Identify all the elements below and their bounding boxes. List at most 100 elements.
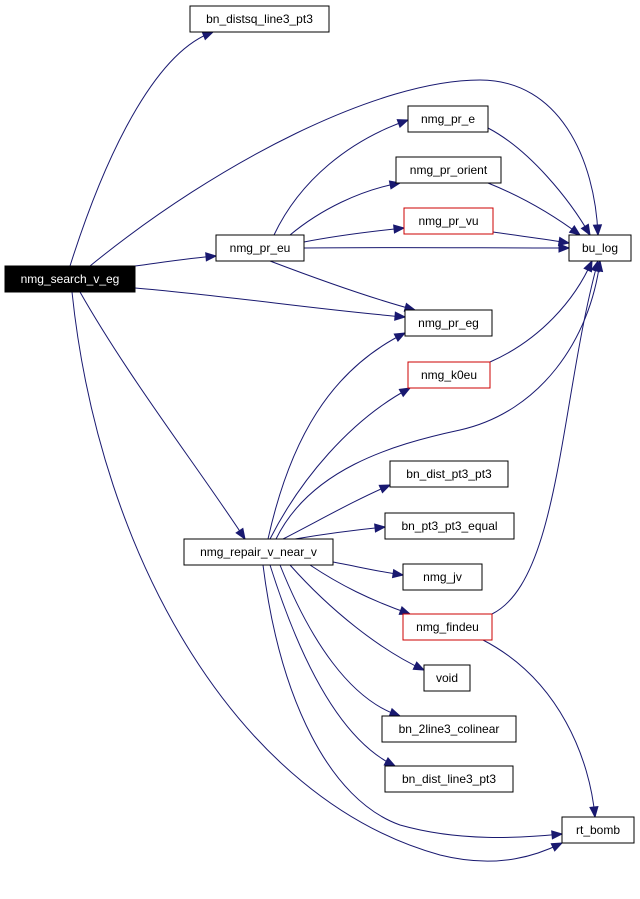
edge-nmg-repair-v-near-v-to-void-line xyxy=(289,564,425,671)
edge-nmg-repair-v-near-v-to-nmg-jv xyxy=(332,561,405,579)
node-bn-pt3-pt3-equal-label: bn_pt3_pt3_equal xyxy=(401,519,497,533)
edge-nmg-pr-eu-to-nmg-pr-vu-arrowhead xyxy=(393,224,406,234)
edge-nmg-repair-v-near-v-to-bu-log xyxy=(275,259,604,540)
node-nmg-pr-eu[interactable]: nmg_pr_eu xyxy=(215,234,305,262)
edge-nmg-repair-v-near-v-to-bn-pt3-pt3-equal xyxy=(294,523,387,540)
edge-nmg-pr-vu-to-bu-log-arrowhead xyxy=(557,236,571,247)
node-nmg-pr-eg-label: nmg_pr_eg xyxy=(418,316,479,330)
node-nmg-k0eu-box xyxy=(407,361,491,389)
edge-nmg-search-v-eg-to-nmg-pr-eg xyxy=(134,287,407,321)
edge-nmg-repair-v-near-v-to-bn-2line3-colinear-arrowhead xyxy=(388,707,402,717)
edge-nmg-search-v-eg-to-nmg-pr-eu-arrowhead xyxy=(205,252,218,262)
node-bn-2line3-colinear[interactable]: bn_2line3_colinear xyxy=(381,715,517,743)
edge-nmg-pr-eu-to-nmg-pr-eg xyxy=(269,260,417,312)
edge-nmg-findeu-to-bu-log xyxy=(491,259,600,615)
node-nmg-pr-vu[interactable]: nmg_pr_vu xyxy=(403,207,494,235)
edge-nmg-repair-v-near-v-to-bn-2line3-colinear xyxy=(279,564,402,717)
edge-nmg-search-v-eg-to-nmg-pr-eg-line xyxy=(134,287,406,318)
node-bn-distsq-line3-pt3-box xyxy=(189,5,330,33)
node-nmg-pr-orient-box xyxy=(395,156,502,184)
node-bn-dist-pt3-pt3-box xyxy=(389,460,509,488)
edge-nmg-repair-v-near-v-to-nmg-k0eu-line xyxy=(269,387,411,540)
edge-nmg-repair-v-near-v-to-rt-bomb-line xyxy=(262,564,563,838)
node-bn-dist-line3-pt3[interactable]: bn_dist_line3_pt3 xyxy=(384,765,514,793)
edge-nmg-findeu-to-rt-bomb-line xyxy=(482,639,596,818)
node-bn-distsq-line3-pt3[interactable]: bn_distsq_line3_pt3 xyxy=(189,5,330,33)
edge-nmg-repair-v-near-v-to-bu-log-line xyxy=(275,260,601,540)
edge-nmg-search-v-eg-to-rt-bomb-arrowhead xyxy=(550,842,564,852)
edge-nmg-pr-eu-to-bu-log xyxy=(303,243,571,253)
node-rt-bomb[interactable]: rt_bomb xyxy=(561,816,635,844)
node-nmg-findeu-label: nmg_findeu xyxy=(416,620,479,634)
edge-nmg-search-v-eg-to-bn-distsq-line3-pt3 xyxy=(69,31,215,267)
edge-nmg-k0eu-to-bu-log-arrowhead xyxy=(583,259,593,273)
node-nmg-pr-vu-box xyxy=(403,207,494,235)
edge-nmg-repair-v-near-v-to-bn-dist-line3-pt3-line xyxy=(269,564,396,767)
node-bn-dist-line3-pt3-box xyxy=(384,765,514,793)
edge-nmg-repair-v-near-v-to-bn-pt3-pt3-equal-line xyxy=(294,526,386,540)
edge-nmg-k0eu-to-bu-log-line xyxy=(489,260,593,363)
edge-nmg-pr-eu-to-nmg-pr-e xyxy=(273,119,410,236)
edge-nmg-repair-v-near-v-to-void xyxy=(289,564,426,671)
edge-nmg-k0eu-to-bu-log xyxy=(489,259,593,363)
edge-nmg-search-v-eg-to-bu-log-line xyxy=(89,79,599,267)
node-bn-pt3-pt3-equal[interactable]: bn_pt3_pt3_equal xyxy=(384,512,515,540)
edge-nmg-findeu-to-rt-bomb-arrowhead xyxy=(589,806,599,819)
edge-nmg-search-v-eg-to-bn-distsq-line3-pt3-line xyxy=(69,31,214,267)
edge-nmg-repair-v-near-v-to-nmg-findeu-arrowhead xyxy=(398,606,412,615)
node-nmg-k0eu-label: nmg_k0eu xyxy=(421,368,477,382)
edge-nmg-search-v-eg-to-rt-bomb-line xyxy=(71,291,563,862)
edge-nmg-repair-v-near-v-to-bn-dist-line3-pt3 xyxy=(269,564,397,767)
node-nmg-jv-box xyxy=(402,563,483,591)
node-bn-dist-pt3-pt3-label: bn_dist_pt3_pt3 xyxy=(406,467,492,481)
node-nmg-pr-orient-label: nmg_pr_orient xyxy=(410,163,488,177)
node-bn-2line3-colinear-box xyxy=(381,715,517,743)
edge-nmg-search-v-eg-to-nmg-pr-eu-line xyxy=(134,255,217,267)
node-nmg-pr-eg[interactable]: nmg_pr_eg xyxy=(404,309,493,337)
edge-nmg-repair-v-near-v-to-rt-bomb-arrowhead xyxy=(551,830,564,840)
edge-nmg-pr-vu-to-bu-log xyxy=(492,231,571,247)
edge-nmg-repair-v-near-v-to-nmg-pr-eg-line xyxy=(267,332,406,540)
node-nmg-repair-v-near-v-label: nmg_repair_v_near_v xyxy=(200,545,317,559)
edge-layer xyxy=(69,31,604,862)
edge-nmg-search-v-eg-to-nmg-repair-v-near-v-arrowhead xyxy=(235,527,246,541)
edge-nmg-findeu-to-bu-log-line xyxy=(491,260,599,615)
edge-nmg-repair-v-near-v-to-bn-pt3-pt3-equal-arrowhead xyxy=(374,523,387,533)
node-bu-log-label: bu_log xyxy=(582,241,618,255)
node-nmg-search-v-eg-box xyxy=(4,265,136,293)
edge-nmg-search-v-eg-to-nmg-pr-eu xyxy=(134,252,218,267)
edge-nmg-pr-e-to-bu-log-line xyxy=(487,127,591,236)
node-nmg-findeu-box xyxy=(402,613,493,641)
edge-nmg-pr-orient-to-bu-log-line xyxy=(487,182,581,236)
node-nmg-repair-v-near-v[interactable]: nmg_repair_v_near_v xyxy=(183,538,334,566)
edge-nmg-search-v-eg-to-rt-bomb xyxy=(71,291,564,862)
node-nmg-pr-eg-box xyxy=(404,309,493,337)
edge-nmg-findeu-to-rt-bomb xyxy=(482,639,599,819)
node-nmg-pr-vu-label: nmg_pr_vu xyxy=(418,214,478,228)
edge-nmg-pr-eu-to-nmg-pr-e-line xyxy=(273,119,409,236)
node-nmg-search-v-eg-label: nmg_search_v_eg xyxy=(21,272,120,286)
node-nmg-k0eu[interactable]: nmg_k0eu xyxy=(407,361,491,389)
edge-nmg-search-v-eg-to-bn-distsq-line3-pt3-arrowhead xyxy=(201,31,215,41)
node-bu-log[interactable]: bu_log xyxy=(568,234,632,262)
edge-nmg-repair-v-near-v-to-nmg-pr-eg-arrowhead xyxy=(393,332,407,343)
node-bn-dist-pt3-pt3[interactable]: bn_dist_pt3_pt3 xyxy=(389,460,509,488)
edge-nmg-pr-eu-to-nmg-pr-e-arrowhead xyxy=(396,119,410,129)
edge-nmg-repair-v-near-v-to-bn-dist-line3-pt3-arrowhead xyxy=(383,756,397,767)
edge-nmg-repair-v-near-v-to-bn-dist-pt3-pt3-arrowhead xyxy=(378,484,392,494)
edge-nmg-repair-v-near-v-to-bn-dist-pt3-pt3-line xyxy=(282,484,391,540)
node-rt-bomb-label: rt_bomb xyxy=(576,823,620,837)
node-nmg-pr-e[interactable]: nmg_pr_e xyxy=(407,105,489,133)
node-nmg-jv[interactable]: nmg_jv xyxy=(402,563,483,591)
node-nmg-findeu[interactable]: nmg_findeu xyxy=(402,613,493,641)
node-nmg-pr-orient[interactable]: nmg_pr_orient xyxy=(395,156,502,184)
edge-nmg-search-v-eg-to-bu-log-arrowhead xyxy=(592,224,603,237)
node-void[interactable]: void xyxy=(423,664,471,692)
edge-nmg-repair-v-near-v-to-nmg-k0eu-arrowhead xyxy=(398,387,412,398)
edge-nmg-search-v-eg-to-bu-log xyxy=(89,79,603,267)
edge-nmg-repair-v-near-v-to-nmg-jv-line xyxy=(332,561,404,576)
node-nmg-pr-eu-label: nmg_pr_eu xyxy=(230,241,291,255)
edge-nmg-repair-v-near-v-to-nmg-jv-arrowhead xyxy=(391,568,405,579)
edge-nmg-repair-v-near-v-to-nmg-pr-eg xyxy=(267,332,407,540)
